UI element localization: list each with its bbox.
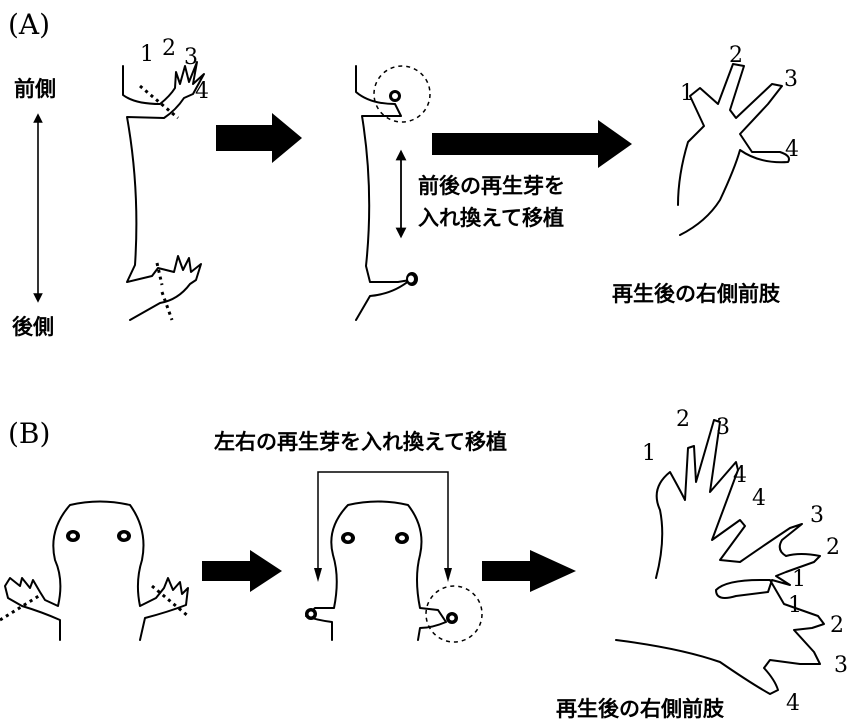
digit-ra2: 2 [729,43,743,68]
digit-ra4: 4 [785,137,799,162]
body-side-original: 1 2 3 4 [122,36,209,321]
swap-bracket: 左右の再生芽を入れ換えて移植 [214,429,507,582]
digit-a3: 3 [184,45,198,70]
digit-rb9: 1 [788,593,802,618]
arrow-b2 [482,550,576,592]
arrow-a1 [216,113,302,163]
digit-rb11: 3 [834,653,848,678]
ap-axis: 前側 後側 [12,76,56,339]
digit-rb12: 4 [786,691,800,716]
frog-original [0,500,189,641]
panel-a-label: (A) [8,8,50,41]
digit-a1: 1 [140,42,154,67]
body-side-grafted: 前後の再生芽を 入れ換えて移植 [355,65,565,321]
digit-a2: 2 [162,36,176,61]
regenerated-limb-b: 1 2 3 4 4 3 2 1 1 2 3 4 再生後の右側前肢 [556,407,848,721]
arrow-b1 [202,550,282,592]
arrow-a2 [432,120,632,168]
digit-ra1: 1 [680,81,694,106]
digit-rb10: 2 [830,613,844,638]
swap-caption-b: 左右の再生芽を入れ換えて移植 [214,429,507,454]
digit-rb4: 4 [733,463,747,488]
digit-rb5: 4 [752,486,766,511]
result-caption-a: 再生後の右側前肢 [612,281,781,306]
digit-rb8: 1 [792,567,806,592]
digit-rb2: 2 [676,407,690,432]
swap-caption-a-line1: 前後の再生芽を [418,173,565,198]
result-caption-b: 再生後の右側前肢 [556,696,725,721]
digit-rb1: 1 [642,441,656,466]
digit-a4: 4 [195,79,209,104]
regenerated-limb-a: 1 2 3 4 再生後の右側前肢 [612,43,799,306]
digit-ra3: 3 [784,67,798,92]
panel-b-label: (B) [8,417,50,450]
digit-rb7: 2 [826,535,840,560]
axis-back-label: 後側 [12,314,54,339]
digit-rb3: 3 [716,415,730,440]
swap-caption-a-line2: 入れ換えて移植 [418,205,564,230]
frog-grafted [305,500,483,643]
axis-front-label: 前側 [14,76,56,101]
digit-rb6: 3 [810,503,824,528]
